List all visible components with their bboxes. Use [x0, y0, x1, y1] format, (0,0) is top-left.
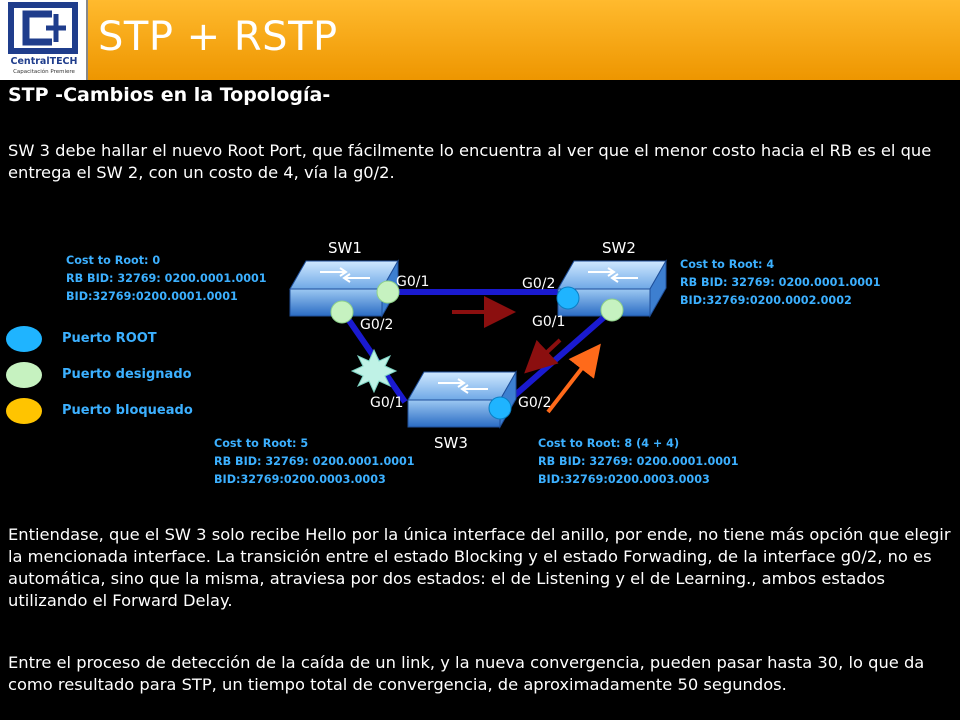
info-sw2-cost: Cost to Root: 4 [680, 258, 775, 271]
info-sw3-right-bid: BID:32769:0200.0003.0003 [538, 473, 710, 486]
info-box-sw3-left: Cost to Root: 5 RB BID: 32769: 0200.0001… [214, 435, 415, 489]
info-sw2-bid: BID:32769:0200.0002.0002 [680, 294, 852, 307]
arrow-root-path-sw3-to-sw2 [546, 343, 601, 414]
port-label-sw2-g02: G0/2 [522, 276, 556, 292]
port-sw1-g01-designated [376, 280, 400, 304]
company-logo: CentralTECH Capacitación Premiere [0, 0, 88, 80]
port-label-sw1-g02: G0/2 [360, 317, 394, 333]
info-box-sw2: Cost to Root: 4 RB BID: 32769: 0200.0001… [680, 256, 881, 310]
sw3-label: SW3 [434, 434, 468, 452]
info-sw2-rb-bid: RB BID: 32769: 0200.0001.0001 [680, 276, 881, 289]
info-sw1-rb-bid: RB BID: 32769: 0200.0001.0001 [66, 272, 267, 285]
legend-root-dot [6, 326, 42, 352]
info-box-sw1: Cost to Root: 0 RB BID: 32769: 0200.0001… [66, 252, 267, 306]
legend-blocked-dot [6, 398, 42, 424]
port-label-sw3-g02: G0/2 [518, 395, 552, 411]
slide-subtitle: STP -Cambios en la Topología- [8, 84, 331, 106]
info-box-sw3-right: Cost to Root: 8 (4 + 4) RB BID: 32769: 0… [538, 435, 739, 489]
port-label-sw1-g01: G0/1 [396, 274, 430, 290]
legend-blocked-label: Puerto bloqueado [62, 403, 193, 418]
info-sw3-left-cost: Cost to Root: 5 [214, 437, 309, 450]
port-sw1-g02-designated [330, 300, 354, 324]
paragraph-explanation: Entiendase, que el SW 3 solo recibe Hell… [8, 525, 951, 610]
port-label-sw3-g01: G0/1 [370, 395, 404, 411]
logo-tagline: Capacitación Premiere [13, 69, 75, 75]
paragraph-convergence: Entre el proceso de detección de la caíd… [8, 653, 925, 694]
info-sw3-right-cost: Cost to Root: 8 (4 + 4) [538, 437, 680, 450]
header-bar: CentralTECH Capacitación Premiere STP + … [0, 0, 960, 80]
info-sw1-cost: Cost to Root: 0 [66, 254, 161, 267]
port-sw3-g02-root [488, 396, 512, 420]
logo-mark-icon [8, 2, 78, 54]
legend-root-label: Puerto ROOT [62, 331, 157, 346]
slide-title: STP + RSTP [98, 14, 338, 60]
legend-designated-label: Puerto designado [62, 367, 192, 382]
sw1-label: SW1 [328, 239, 362, 257]
sw2-label: SW2 [602, 239, 636, 257]
info-sw3-left-rb-bid: RB BID: 32769: 0200.0001.0001 [214, 455, 415, 468]
paragraph-intro: SW 3 debe hallar el nuevo Root Port, que… [8, 141, 932, 182]
legend-designated-dot [6, 362, 42, 388]
info-sw3-right-rb-bid: RB BID: 32769: 0200.0001.0001 [538, 455, 739, 468]
port-label-sw2-g01: G0/1 [532, 314, 566, 330]
arrow-hello-sw2-to-sw3 [524, 338, 562, 374]
info-sw3-left-bid: BID:32769:0200.0003.0003 [214, 473, 386, 486]
port-sw2-g02-root [556, 286, 580, 310]
explosion-icon [350, 348, 398, 394]
info-sw1-bid: BID:32769:0200.0001.0001 [66, 290, 238, 303]
port-sw2-g01-designated [600, 298, 624, 322]
logo-brand-text: CentralTECH [10, 56, 78, 67]
